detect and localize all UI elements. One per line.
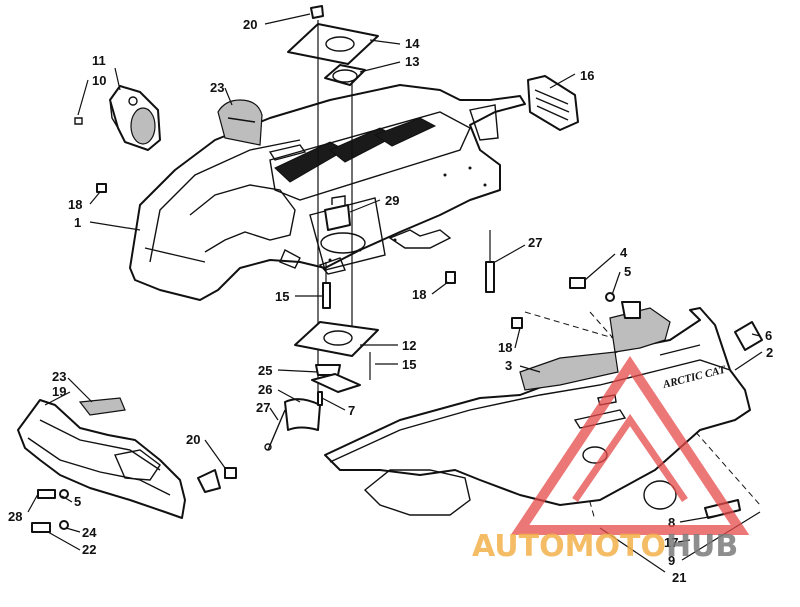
callout-leaders: [27, 13, 763, 573]
callout-24: 24: [82, 525, 97, 540]
mount-plates-top: [287, 5, 379, 86]
callout-21: 21: [672, 570, 686, 585]
callout-15-left: 15: [275, 289, 289, 304]
callout-28: 28: [8, 509, 22, 524]
gauge-housing: [74, 85, 161, 151]
fasteners-center: [96, 183, 495, 309]
callout-18-center: 18: [412, 287, 426, 302]
callout-numbers: 20 14 13 11 10 23 16 18 1 29 27 15 18 4 …: [8, 17, 773, 585]
callout-27-left: 27: [256, 400, 270, 415]
callout-10: 10: [92, 73, 106, 88]
callout-27-top: 27: [528, 235, 542, 250]
decal-23-top: [217, 99, 263, 146]
callout-16: 16: [580, 68, 594, 83]
side-vent-16: [527, 75, 579, 131]
callout-3: 3: [505, 358, 512, 373]
callout-13: 13: [405, 54, 419, 69]
callout-20-left: 20: [186, 432, 200, 447]
callout-19: 19: [52, 384, 66, 399]
callout-5-right: 5: [624, 264, 631, 279]
callout-1: 1: [74, 215, 81, 230]
callout-11: 11: [92, 53, 106, 68]
callout-7: 7: [348, 403, 355, 418]
callout-23-top: 23: [210, 80, 224, 95]
callout-25: 25: [258, 363, 272, 378]
bracket-stack: [264, 364, 361, 451]
callout-4: 4: [620, 245, 628, 260]
callout-9: 9: [668, 553, 675, 568]
watermark-logo: AUTOMOTOHUB: [472, 355, 750, 564]
bracket-29: [324, 195, 351, 231]
lower-pan-19: [17, 397, 237, 519]
callout-26: 26: [258, 382, 272, 397]
callout-29: 29: [385, 193, 399, 208]
callout-5-left: 5: [74, 494, 81, 509]
callout-18-left: 18: [68, 197, 82, 212]
callout-23-left: 23: [52, 369, 66, 384]
belly-pan: [129, 84, 526, 301]
callout-14: 14: [405, 36, 420, 51]
callout-2: 2: [766, 345, 773, 360]
mount-plate-12: [294, 321, 379, 357]
callout-12: 12: [402, 338, 416, 353]
callout-20-top: 20: [243, 17, 257, 32]
callout-18-right: 18: [498, 340, 512, 355]
callout-17: 17: [664, 535, 678, 550]
callout-15-right: 15: [402, 357, 416, 372]
hood: ARCTIC CAT: [324, 307, 751, 519]
callout-6: 6: [765, 328, 772, 343]
callout-22: 22: [82, 542, 96, 557]
hood-clip-6: [734, 321, 763, 351]
callout-8: 8: [668, 515, 675, 530]
watermark-text: AUTOMOTOHUB: [472, 529, 738, 564]
